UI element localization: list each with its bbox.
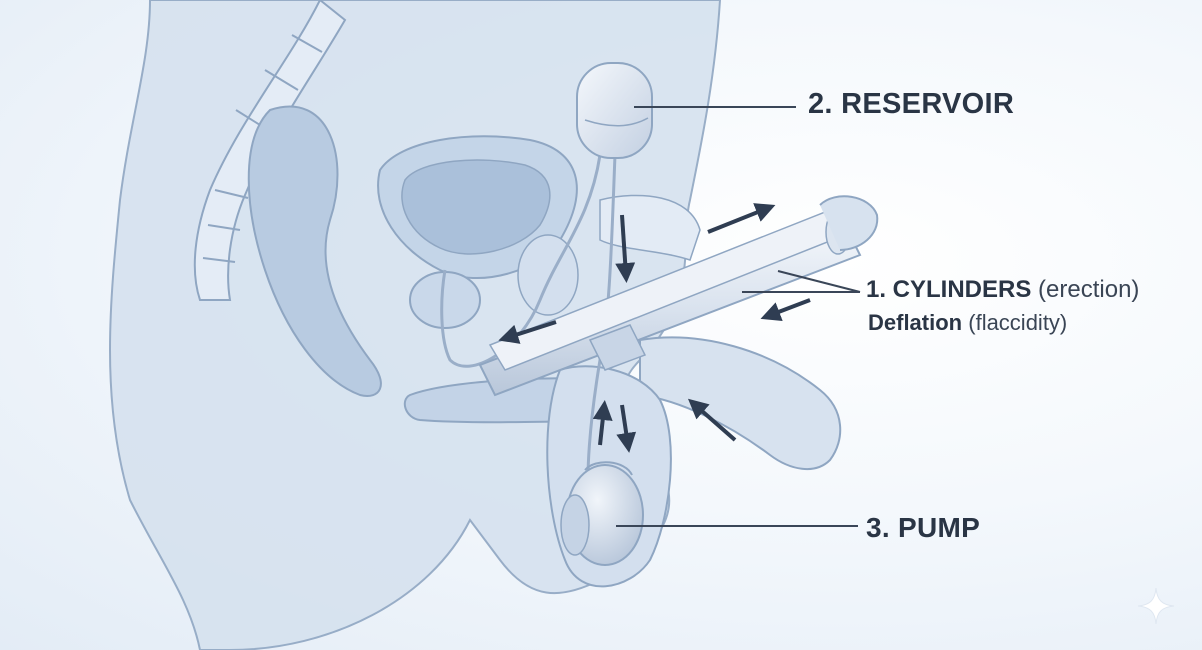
arrow-up-pump <box>592 400 613 446</box>
cylinders-label: 1. CYLINDERS (erection) <box>866 276 1139 304</box>
deflation-label-paren: (flaccidity) <box>968 310 1068 335</box>
sparkle-icon <box>1137 587 1175 625</box>
arrow-up-right-cylinder <box>707 203 776 234</box>
cylinders-label-main: 1. CYLINDERS <box>866 276 1032 303</box>
cylinders-label-paren: (erection) <box>1038 276 1140 303</box>
arrow-down-pump <box>616 404 637 453</box>
leader-lines <box>616 106 861 527</box>
cylinders-device <box>478 195 879 397</box>
deflation-label-main: Deflation <box>868 310 963 335</box>
rectum <box>247 105 382 397</box>
arrow-left-base <box>498 320 557 344</box>
reservoir-label: 2. RESERVOIR <box>808 88 1014 121</box>
pump-label-text: 3. PUMP <box>866 512 981 543</box>
arrow-down-reservoir <box>615 214 636 283</box>
arrow-left-cylinder <box>760 298 811 322</box>
leader-cylinders-top <box>777 270 861 293</box>
pump-label: 3. PUMP <box>866 512 980 544</box>
deflation-label: Deflation (flaccidity) <box>868 310 1067 336</box>
arrow-up-left-glans <box>687 398 737 442</box>
reservoir-device <box>576 62 653 159</box>
reservoir-label-text: 2. RESERVOIR <box>808 88 1015 120</box>
flow-arrows <box>498 203 811 453</box>
